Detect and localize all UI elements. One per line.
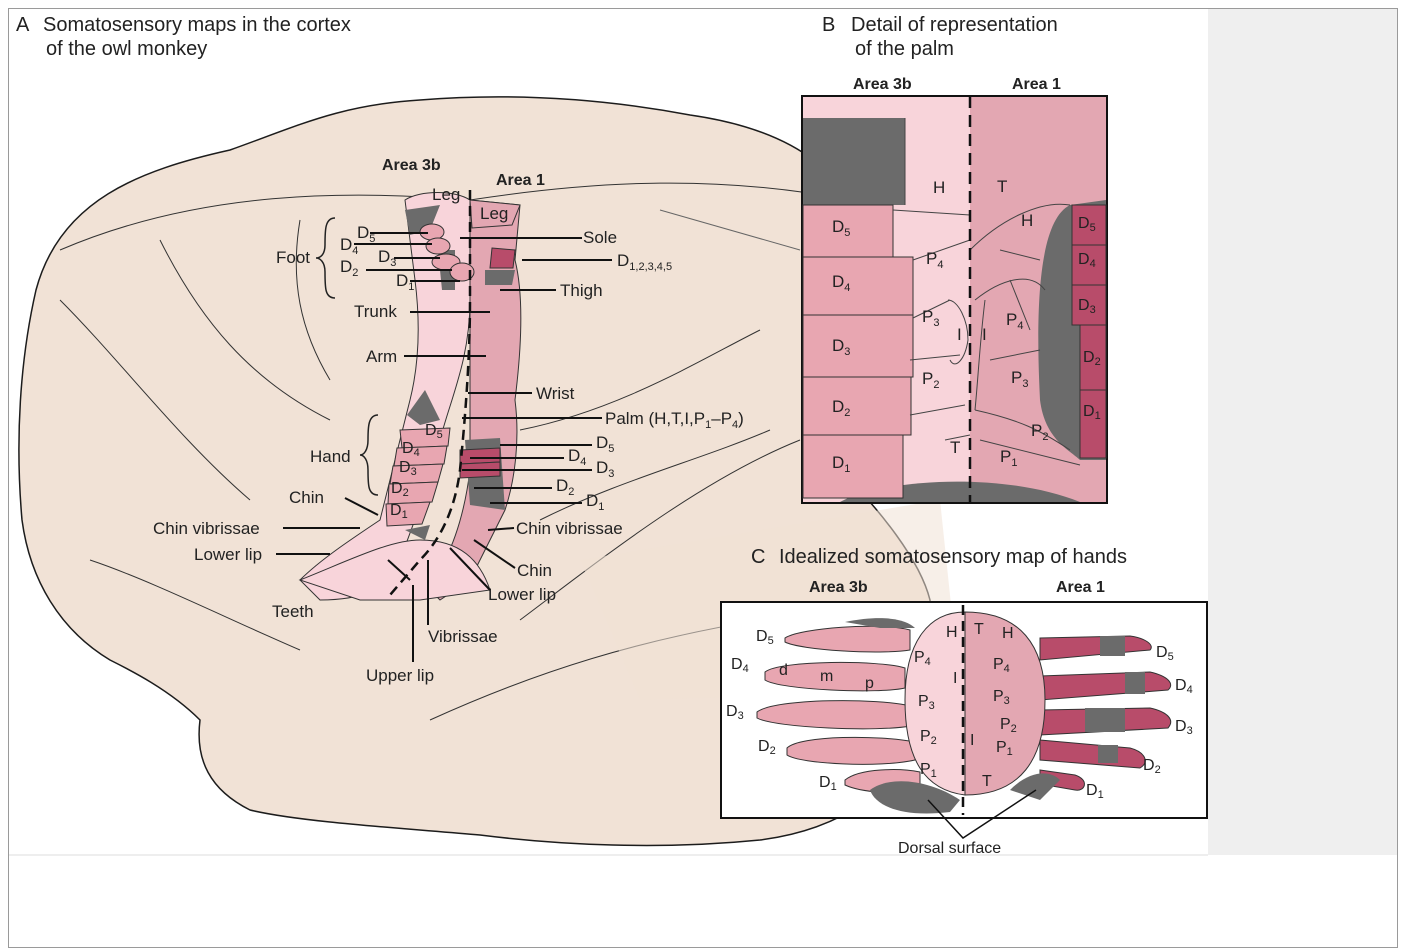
- b-grey-top: [803, 118, 905, 205]
- b-label-h1: H: [933, 178, 945, 197]
- a-arm: Arm: [366, 347, 397, 366]
- panel-a-title-line2: of the owl monkey: [46, 38, 207, 60]
- panel-b: B Detail of representation of the palm A…: [802, 14, 1107, 503]
- hand-digit-area1: [460, 448, 500, 464]
- panel-b-title-line1: Detail of representation: [851, 14, 1058, 36]
- a-palm: Palm (H,T,I,P1–P4): [605, 409, 744, 431]
- c-palm-h2: H: [1002, 625, 1014, 642]
- b-digit-3b: [803, 377, 911, 435]
- c-palm-i1: I: [953, 670, 957, 687]
- panel-a-title-line1: Somatosensory maps in the cortex: [43, 14, 351, 36]
- grey-patch: [485, 270, 515, 285]
- b-digit-3b: [803, 435, 903, 498]
- a-lower-lip-right: Lower lip: [488, 585, 556, 604]
- b-area3b-label: Area 3b: [853, 76, 912, 93]
- a-leg-1: Leg: [480, 204, 508, 223]
- a-hand: Hand: [310, 447, 351, 466]
- b-area1-label: Area 1: [1012, 76, 1061, 93]
- foot-digits-area1: [490, 248, 515, 268]
- a-leg-3b: Leg: [432, 185, 460, 204]
- b-digit-3b: [803, 315, 913, 377]
- c-palm-t2: T: [982, 773, 992, 790]
- a-thigh: Thigh: [560, 281, 603, 300]
- a-chin-right: Chin: [517, 561, 552, 580]
- panel-c-letter: C: [751, 546, 765, 568]
- a-area3b-label: Area 3b: [382, 157, 441, 174]
- a-area1-label: Area 1: [496, 172, 545, 189]
- b-label-i-right: I: [982, 325, 987, 344]
- a-foot: Foot: [276, 248, 310, 267]
- b-digit-3b: [803, 257, 913, 315]
- a-upper-lip: Upper lip: [366, 666, 434, 685]
- a-teeth: Teeth: [272, 602, 314, 621]
- a-wrist: Wrist: [536, 384, 575, 403]
- a-lower-lip-left: Lower lip: [194, 545, 262, 564]
- a-chin-vibrissae-left: Chin vibrissae: [153, 519, 260, 538]
- c-dorsal-surface: Dorsal surface: [898, 840, 1001, 857]
- b-label-t2: T: [950, 438, 960, 457]
- c-palm-i2: I: [970, 732, 974, 749]
- panel-c-title: Idealized somatosensory map of hands: [779, 546, 1127, 568]
- a-chin-vibrissae-right: Chin vibrissae: [516, 519, 623, 538]
- a-chin: Chin: [289, 488, 324, 507]
- b-label-t1: T: [997, 177, 1007, 196]
- b-dark-digit: [1080, 390, 1106, 458]
- c-palm-t1: T: [974, 621, 984, 638]
- panel-a-letter: A: [16, 14, 30, 36]
- a-trunk: Trunk: [354, 302, 397, 321]
- c-area1-label: Area 1: [1056, 579, 1105, 596]
- panel-b-letter: B: [822, 14, 835, 36]
- a-sole: Sole: [583, 228, 617, 247]
- c-seg-d: d: [779, 662, 788, 679]
- c-seg-p: p: [865, 675, 874, 692]
- foot-digit-3b: [426, 238, 450, 254]
- a-vibrissae: Vibrissae: [428, 627, 498, 646]
- b-label-h2: H: [1021, 211, 1033, 230]
- panel-b-title-line2: of the palm: [855, 38, 954, 60]
- c-seg-m: m: [820, 668, 833, 685]
- c-palm-h1: H: [946, 624, 958, 641]
- b-label-i-left: I: [957, 325, 962, 344]
- c-area3b-label: Area 3b: [809, 579, 868, 596]
